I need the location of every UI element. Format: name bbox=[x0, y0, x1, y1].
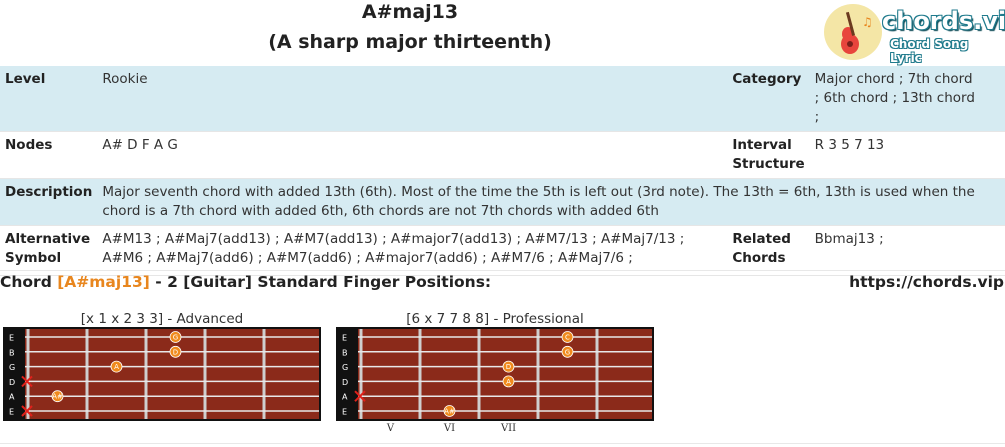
string-name: G bbox=[9, 363, 15, 372]
fret-wire bbox=[536, 329, 540, 419]
diagram-1-label: [x 1 x 2 3 3] - Advanced bbox=[80, 311, 244, 327]
heading-suffix: - 2 [Guitar] Standard Finger Positions: bbox=[149, 273, 492, 291]
alternative-symbol-label: Alternative Symbol bbox=[5, 231, 91, 266]
related-chords-label: Related Chords bbox=[732, 231, 791, 266]
string-name: D bbox=[342, 378, 348, 387]
finger-dot: A bbox=[502, 375, 515, 388]
finger-dot: A bbox=[110, 360, 123, 373]
divider-bottom bbox=[0, 443, 1005, 444]
finger-dot: D bbox=[169, 345, 182, 358]
string-name: B bbox=[342, 348, 348, 357]
mute-mark bbox=[21, 375, 33, 388]
brand-tagline: Chord Song Lyric bbox=[890, 37, 969, 65]
string-name: E bbox=[9, 408, 14, 417]
category-value: Major chord ; 7th chord ; 6th chord ; 13… bbox=[814, 71, 975, 125]
fret-wire bbox=[418, 329, 422, 419]
positions-heading: Chord [A#maj13] - 2 [Guitar] Standard Fi… bbox=[0, 273, 491, 291]
fret-number: VII bbox=[500, 423, 516, 434]
fret-number: VI bbox=[443, 423, 455, 434]
fretboard bbox=[25, 329, 319, 419]
string-name: A bbox=[9, 393, 15, 402]
finger-dot: G bbox=[561, 345, 574, 358]
svg-text:♫: ♫ bbox=[862, 15, 873, 29]
mute-mark bbox=[21, 405, 33, 417]
description-value: Major seventh chord with added 13th (6th… bbox=[102, 184, 975, 219]
divider bbox=[0, 270, 1005, 271]
finger-dot: G bbox=[169, 331, 182, 343]
string-name: A bbox=[342, 393, 348, 402]
finger-dot: A# bbox=[51, 390, 64, 403]
svg-text:A#: A# bbox=[444, 408, 455, 416]
string-name: E bbox=[342, 334, 347, 343]
svg-text:A#: A# bbox=[52, 393, 63, 401]
string-name: G bbox=[342, 363, 348, 372]
fret-wire bbox=[477, 329, 481, 419]
brand-name: chords.vip bbox=[882, 7, 1005, 35]
interval-label: Interval Structure bbox=[732, 137, 805, 172]
fret-wire bbox=[359, 329, 363, 419]
finger-dot: C bbox=[561, 331, 574, 343]
chord-link[interactable]: [A#maj13] bbox=[57, 273, 150, 291]
fret-wire bbox=[262, 329, 266, 419]
string-name: E bbox=[342, 408, 347, 417]
chord-title: A#maj13 bbox=[361, 1, 459, 23]
finger-dot: D bbox=[502, 360, 515, 373]
site-url[interactable]: https://chords.vip bbox=[849, 273, 1004, 291]
fretboard bbox=[358, 329, 652, 419]
heading-prefix: Chord bbox=[0, 273, 58, 291]
fret-wire bbox=[144, 329, 148, 419]
string-name: B bbox=[9, 348, 15, 357]
level-value: Rookie bbox=[102, 71, 148, 87]
svg-text:D: D bbox=[506, 363, 511, 371]
level-label: Level bbox=[5, 71, 46, 87]
fret-wire bbox=[203, 329, 207, 419]
svg-text:A: A bbox=[506, 378, 511, 386]
chord-info-table: Level Rookie Category Major chord ; 7th … bbox=[0, 66, 1005, 276]
svg-text:C: C bbox=[565, 334, 570, 342]
nodes-value: A# D F A G bbox=[102, 137, 178, 153]
alternative-symbol-value: A#M13 ; A#Maj7(add13) ; A#M7(add13) ; A#… bbox=[102, 231, 685, 266]
string-name: E bbox=[9, 334, 14, 343]
nodes-label: Nodes bbox=[5, 137, 53, 153]
string-name: D bbox=[9, 378, 15, 387]
related-chords-value: Bbmaj13 ; bbox=[814, 231, 884, 247]
category-label: Category bbox=[732, 71, 802, 87]
svg-text:G: G bbox=[565, 348, 570, 356]
finger-dot: A# bbox=[443, 405, 456, 417]
fret-wire bbox=[595, 329, 599, 419]
svg-text:G: G bbox=[173, 334, 178, 342]
svg-text:A: A bbox=[114, 363, 119, 371]
description-label: Description bbox=[5, 184, 93, 200]
svg-text:D: D bbox=[173, 348, 178, 356]
fret-wire bbox=[26, 329, 30, 419]
guitar-icon: ♫ bbox=[824, 4, 882, 60]
diagram-2-label: [6 x 7 7 8 8] - Professional bbox=[406, 311, 584, 327]
interval-value: R 3 5 7 13 bbox=[814, 137, 885, 153]
chord-full-name: (A sharp major thirteenth) bbox=[268, 31, 552, 53]
mute-mark bbox=[354, 390, 366, 402]
site-logo[interactable]: ♫ chords.vip Chord Song Lyric bbox=[824, 3, 1005, 65]
fret-number: V bbox=[386, 423, 395, 434]
fret-wire bbox=[85, 329, 89, 419]
